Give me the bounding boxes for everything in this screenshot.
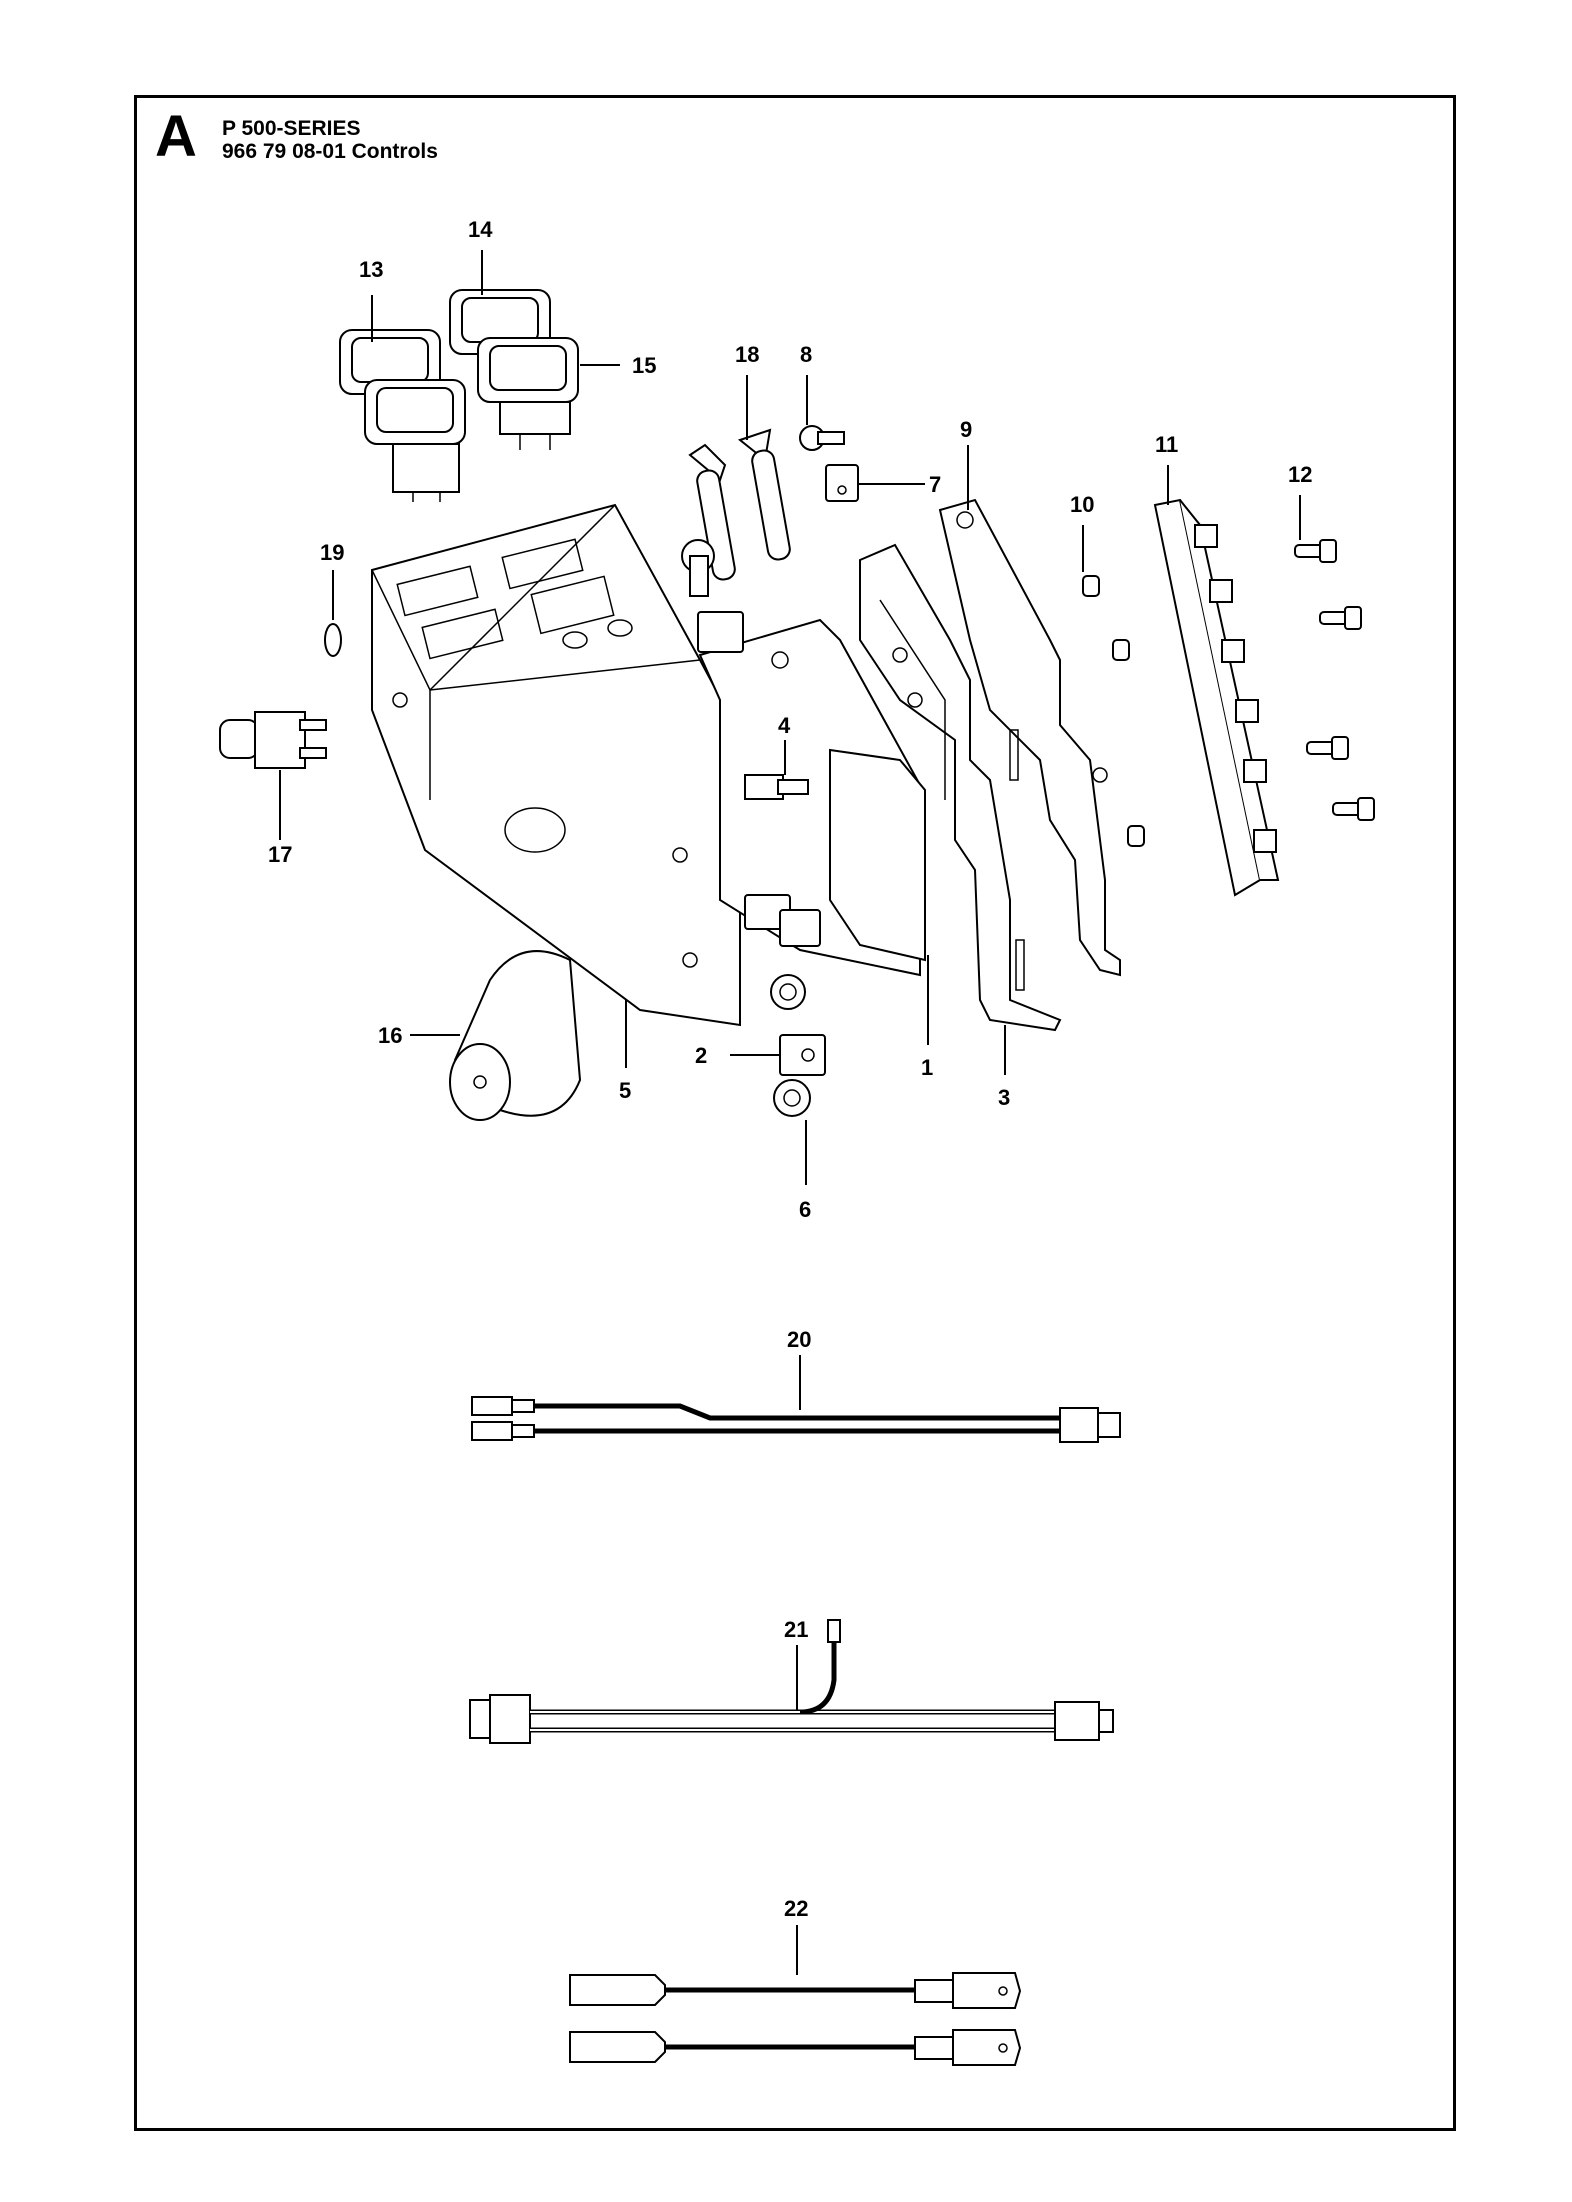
screw-12	[1294, 539, 1375, 821]
section-letter: A	[155, 104, 197, 169]
wire-harness-21	[469, 1619, 1114, 1744]
capacitor-16	[449, 950, 582, 1121]
clip-nut-top	[697, 611, 744, 653]
bracket-1	[698, 618, 926, 977]
clip-nut-mid	[744, 894, 821, 1010]
clip-nut-2	[779, 1034, 826, 1076]
plug-19	[324, 623, 342, 657]
diagram-frame	[134, 95, 1456, 2131]
callout-6: 6	[799, 1197, 811, 1222]
callout-19: 19	[320, 540, 344, 565]
knob-18	[681, 428, 791, 597]
spacer-10	[1082, 575, 1145, 847]
push-button-17	[219, 711, 327, 769]
callout-labels: 1 2 3 4 5 6 7 8 9 10 11 12 13 14 15 16 1…	[268, 217, 1312, 1921]
bolt-8	[799, 425, 845, 451]
rocker-switch-lower	[364, 379, 466, 502]
callout-10: 10	[1070, 492, 1094, 517]
wires-22	[569, 1972, 1022, 2066]
wire-harness-20	[471, 1396, 1121, 1443]
callout-8: 8	[800, 342, 812, 367]
clip-nut-7	[825, 464, 859, 502]
callout-4: 4	[778, 713, 791, 738]
callout-20: 20	[787, 1327, 811, 1352]
bracket-9	[938, 498, 1121, 977]
callout-9: 9	[960, 417, 972, 442]
rocker-switch-15	[477, 337, 579, 450]
circuit-board-11	[1153, 498, 1280, 897]
callout-15: 15	[632, 353, 656, 378]
callout-11: 11	[1155, 432, 1178, 457]
series-title: P 500-SERIES	[222, 117, 361, 140]
screw-6	[773, 1079, 811, 1117]
callout-13: 13	[359, 257, 383, 282]
part-title: 966 79 08-01 Controls	[222, 140, 438, 163]
callout-1: 1	[921, 1055, 933, 1080]
callout-14: 14	[468, 217, 493, 242]
bracket-3	[859, 543, 1062, 1032]
callout-21: 21	[784, 1617, 808, 1642]
callout-22: 22	[784, 1896, 808, 1921]
callout-2: 2	[695, 1043, 707, 1068]
bolt-4	[744, 774, 809, 800]
callout-7: 7	[929, 472, 941, 497]
leader-lines	[279, 250, 1301, 1975]
callout-17: 17	[268, 842, 292, 867]
callout-12: 12	[1288, 462, 1312, 487]
control-housing-5	[371, 503, 741, 1027]
callout-18: 18	[735, 342, 759, 367]
callout-16: 16	[378, 1023, 402, 1048]
callout-5: 5	[619, 1078, 631, 1103]
callout-3: 3	[998, 1085, 1010, 1110]
